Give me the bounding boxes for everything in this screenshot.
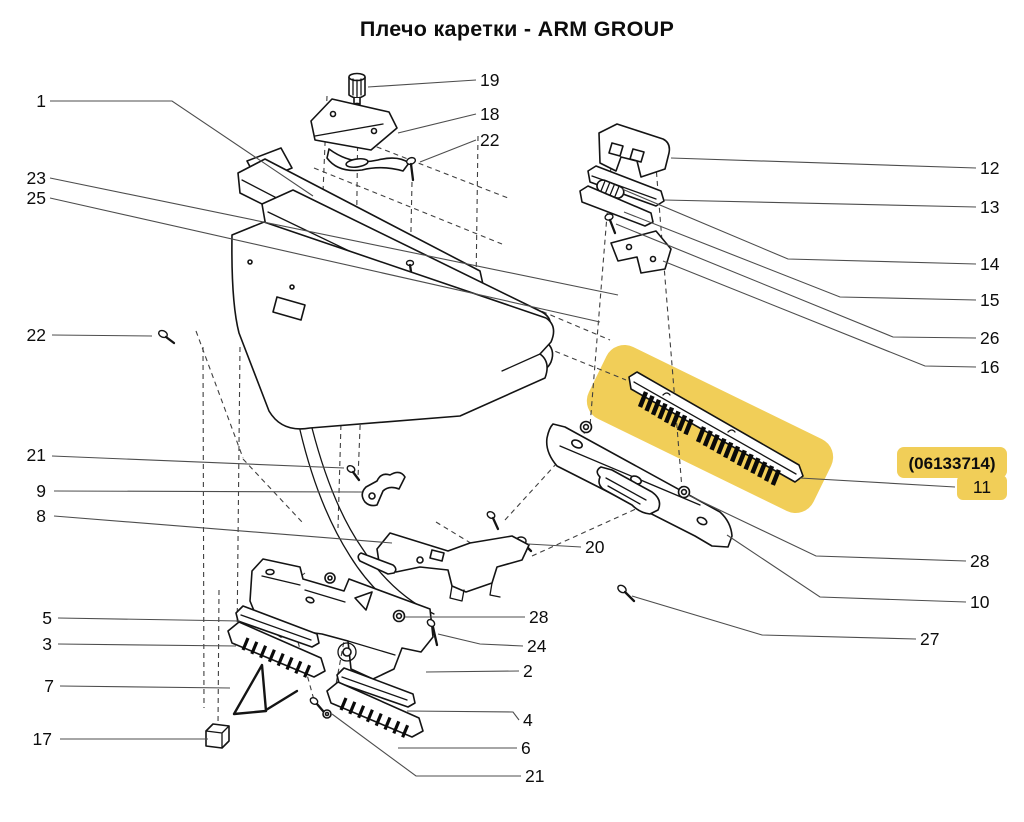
screw-22-left [158, 329, 176, 345]
callout-20: 20 [585, 537, 605, 557]
callout-18: 18 [480, 104, 499, 124]
callout-10: 10 [970, 592, 990, 612]
part-18-bracket [310, 98, 410, 172]
callout-7: 7 [44, 676, 54, 696]
callout-25: 25 [27, 188, 46, 208]
callout-4: 4 [523, 710, 533, 730]
callout-2: 2 [523, 661, 533, 681]
callout-19: 19 [480, 70, 499, 90]
callout-28-right: 28 [970, 551, 989, 571]
washer-28-upper [579, 420, 593, 434]
part-16-plate [610, 230, 672, 274]
callout-11-badge-bg [957, 475, 1007, 500]
screw-mid-small [486, 511, 500, 531]
screw-26 [604, 213, 617, 235]
part-number-badge: (06133714) 11 [897, 447, 1007, 500]
callout-5: 5 [42, 608, 52, 628]
screw-21-left [346, 465, 361, 482]
part-3-brush [227, 621, 326, 678]
callout-15: 15 [980, 290, 999, 310]
callout-28-mid: 28 [529, 607, 548, 627]
callout-8: 8 [36, 506, 46, 526]
highlighted-part-number: (06133714) [909, 454, 996, 473]
part-12-clamp [598, 123, 671, 178]
callout-26: 26 [980, 328, 999, 348]
screws-21-bottom [309, 696, 332, 719]
page-title: Плечо каретки - ARM GROUP [360, 17, 674, 41]
part-number-badge-bg [897, 447, 1007, 478]
callout-3: 3 [42, 634, 52, 654]
callout-21-bottom: 21 [525, 766, 544, 786]
leader-lines [49, 79, 977, 777]
part-9-lever [361, 471, 406, 507]
part-6-brush [326, 681, 424, 738]
callout-27: 27 [920, 629, 939, 649]
callout-17: 17 [33, 729, 52, 749]
screw-22-top [405, 156, 417, 182]
callout-12: 12 [980, 158, 999, 178]
callout-6: 6 [521, 738, 531, 758]
callout-22-left: 22 [27, 325, 46, 345]
part-19-knob [348, 72, 366, 108]
part-17-cube [205, 723, 230, 749]
callout-1: 1 [36, 91, 46, 111]
callout-13: 13 [980, 197, 999, 217]
callout-23: 23 [27, 168, 46, 188]
screw-27 [617, 584, 636, 603]
part-7-wire-spring [232, 663, 299, 716]
washer-28-mid [392, 609, 406, 623]
callout-9: 9 [36, 481, 46, 501]
part-2-lower-bracket [249, 558, 434, 680]
callout-16: 16 [980, 357, 999, 377]
callout-22-top: 22 [480, 130, 499, 150]
screw-24 [426, 618, 439, 647]
callout-14: 14 [980, 254, 1000, 274]
washer-28-right [677, 485, 691, 499]
callout-11: 11 [973, 477, 991, 497]
callout-21-left: 21 [27, 445, 46, 465]
callout-labels: 1 23 25 22 21 9 8 5 3 7 17 19 18 22 12 1… [27, 70, 1000, 786]
part-11-brush-bar [628, 371, 804, 486]
part-8-guide-bracket [324, 532, 530, 602]
part-10-carrier-bracket [545, 423, 733, 548]
callout-24: 24 [527, 636, 547, 656]
